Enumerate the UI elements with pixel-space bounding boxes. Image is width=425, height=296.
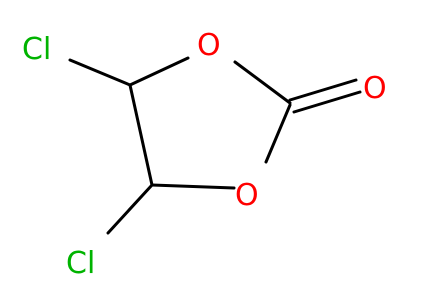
atom-o-ring-top: O (197, 28, 221, 63)
bond-c5-c4 (128, 83, 154, 187)
bond-c2-o-double-b (292, 90, 362, 114)
atom-cl-bottom: Cl (66, 246, 95, 281)
bond-c5-cl-bottom (106, 183, 154, 235)
bond-o1-c2 (233, 60, 292, 105)
atom-labels: Cl O O O Cl (22, 28, 387, 281)
atom-o-carbonyl: O (363, 71, 387, 106)
bonds (68, 56, 362, 235)
bond-cl-c-top (68, 58, 132, 87)
bond-c2-o3 (264, 103, 292, 164)
bond-c2-o-double-a (288, 78, 358, 102)
bond-o3-c5 (150, 183, 236, 190)
bond-c4-o1 (128, 56, 190, 87)
atom-o-ring-bottom: O (235, 178, 259, 213)
atom-cl-top: Cl (22, 32, 51, 67)
